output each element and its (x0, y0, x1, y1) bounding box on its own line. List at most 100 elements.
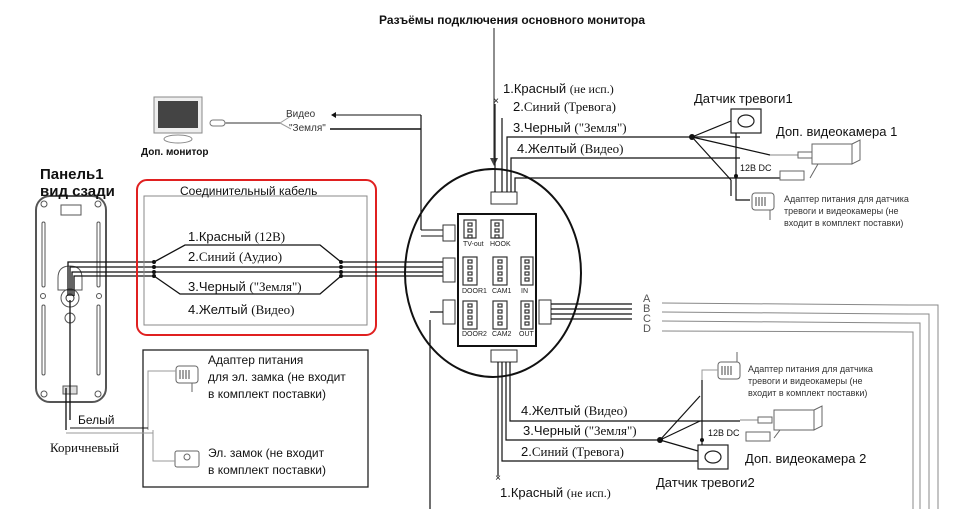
wire-purpose: ("Земля") (249, 279, 302, 294)
socket-pin (497, 265, 503, 270)
camera-2-adapter-text: Адаптер питания для датчика тревоги и ви… (748, 363, 873, 399)
connector-hook: HOOK (490, 241, 511, 248)
socket-pin (497, 315, 503, 320)
panel-title-line1: Панель1 (40, 166, 104, 183)
socket-pin (497, 277, 503, 282)
wire-purpose: (Видео) (584, 403, 628, 418)
socket-pin (524, 259, 530, 264)
connector-door1: DOOR1 (462, 288, 487, 295)
wire-num: 3. (513, 120, 524, 135)
socket-pin (524, 265, 530, 270)
out-label-c: C (643, 313, 651, 325)
socket-pin (467, 234, 473, 239)
socket-pin (467, 315, 473, 320)
white-wire-label: Белый (78, 413, 115, 427)
socket-pin (467, 271, 473, 276)
lock-adapter-line: Адаптер питания (208, 353, 304, 367)
main-connector-board (457, 213, 537, 347)
wire-num: 4. (521, 403, 532, 418)
socket-pin (467, 303, 473, 308)
main-monitor-outline (404, 168, 582, 378)
wire-color: Черный (198, 279, 246, 294)
socket-pin (467, 228, 473, 233)
socket-pin (497, 309, 503, 314)
camera-1-adapter-icon (751, 192, 775, 220)
connector-cam2: CAM2 (492, 331, 512, 338)
camera-1-adapter-text: Адаптер питания для датчика тревоги и ви… (784, 193, 909, 229)
cable-highlight-box (136, 179, 377, 336)
wire-num: 2. (188, 249, 199, 264)
socket-pin (467, 309, 473, 314)
top-wire-2: 2.Синий (Тревога) (513, 100, 616, 113)
cable-title: Соединительный кабель (180, 184, 318, 198)
cable-wire-3: 3.Черный ("Земля") (188, 280, 302, 293)
socket-pin (467, 277, 473, 282)
bottom-wire-1: 1.Красный (не исп.) (500, 486, 611, 499)
wire-purpose: (Тревога) (571, 444, 624, 459)
wire-num: 2. (521, 444, 532, 459)
connector-cam1: CAM1 (492, 288, 512, 295)
alarm-sensor-2-icon (697, 444, 729, 470)
connector-tvout: TV-out (463, 241, 484, 248)
wire-color: Черный (523, 120, 571, 135)
wire-color: Красный (510, 485, 564, 500)
wire-num: 4. (188, 302, 199, 317)
svg-text:×: × (493, 96, 499, 107)
camera-2-label: Доп. видеокамера 2 (745, 451, 867, 466)
socket-cam2 (492, 300, 508, 330)
svg-text:×: × (495, 473, 501, 484)
top-wire-3: 3.Черный ("Земля") (513, 121, 627, 134)
socket-pin (497, 321, 503, 326)
wire-color: Синий (198, 249, 236, 264)
bottom-wires (429, 311, 700, 509)
call-panel-rear-icon (35, 195, 107, 403)
connector-out: OUT (519, 331, 534, 338)
socket-pin (467, 265, 473, 270)
socket-pin (524, 271, 530, 276)
title-pointer-arrow (490, 158, 498, 166)
wire-purpose: ("Земля") (584, 423, 637, 438)
bottom-wire-2: 2.Синий (Тревога) (521, 445, 624, 458)
lock-line: Эл. замок (не входит (208, 446, 325, 460)
wire-purpose: (12В) (254, 229, 286, 244)
adapter-line: тревоги и видеокамеры (не (784, 206, 899, 216)
socket-pin (467, 321, 473, 326)
out-label-a: A (643, 293, 651, 305)
socket-pin (497, 259, 503, 264)
panel-title-line2: вид сзади (40, 183, 115, 200)
camera-2-adapter-icon (701, 352, 741, 380)
socket-pin (524, 315, 530, 320)
socket-pin (494, 228, 500, 233)
adapter-line: Адаптер питания для датчика (748, 364, 873, 374)
camera-2-icon (740, 405, 823, 442)
wire-purpose: (не исп.) (569, 82, 614, 96)
camera-1-label: Доп. видеокамера 1 (776, 124, 898, 139)
cable-wires (153, 244, 443, 295)
wire-purpose: (Тревога) (563, 99, 616, 114)
cable-wire-2: 2.Синий (Аудио) (188, 250, 282, 263)
wire-num: 1. (500, 485, 511, 500)
bottom-wire-4: 4.Желтый (Видео) (521, 404, 627, 417)
wire-color: Красный (513, 81, 567, 96)
wire-color: Синий (531, 444, 569, 459)
socket-pin (524, 277, 530, 282)
monitor-video-label: Видео (286, 109, 316, 120)
cable-wire-1: 1.Красный (12В) (188, 230, 285, 243)
lock-box (142, 349, 369, 488)
alarm-sensor-1-icon (730, 108, 762, 134)
wire-color: Желтый (531, 403, 581, 418)
cable-inner-box (143, 195, 368, 326)
socket-door2 (462, 300, 478, 330)
socket-pin (524, 321, 530, 326)
top-wires (494, 104, 780, 192)
lock-adapter-line: для эл. замка (не входит (208, 370, 346, 384)
electric-lock-icon (174, 450, 200, 468)
connector-door2: DOOR2 (462, 331, 487, 338)
wire-color: Черный (533, 423, 581, 438)
socket-in (520, 256, 534, 286)
socket-pin (467, 222, 473, 227)
socket-out (520, 300, 534, 330)
socket-door1 (462, 256, 478, 286)
sensor-2-label: Датчик тревоги2 (656, 475, 755, 490)
